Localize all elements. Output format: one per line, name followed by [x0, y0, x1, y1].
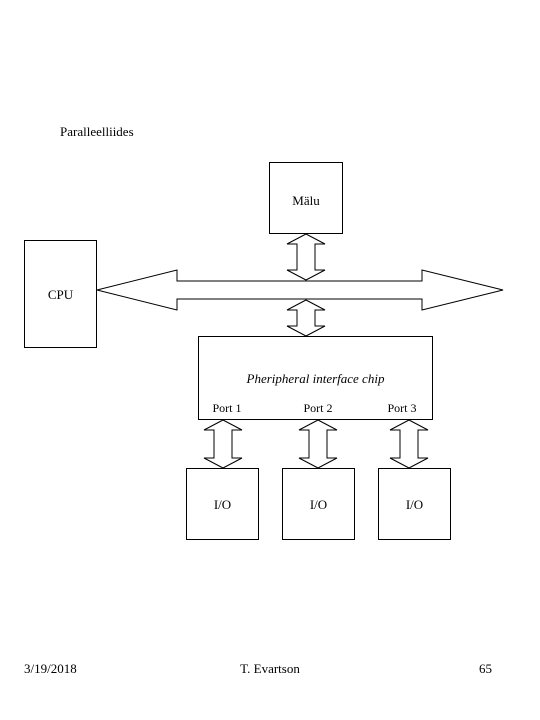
port2-io-arrow: [298, 419, 338, 469]
memory-label: Mälu: [292, 193, 320, 208]
port-1-label: Port 1: [212, 401, 242, 415]
io-label-1: I/O: [213, 497, 232, 512]
io-box-3: I/O: [378, 468, 451, 540]
bus-chip-arrow: [286, 299, 326, 337]
io-label-3: I/O: [405, 497, 424, 512]
io-label-2: I/O: [309, 497, 328, 512]
interface-chip-label: Pheripheral interface chip: [246, 371, 385, 386]
cpu-label: CPU: [47, 287, 74, 302]
memory-bus-arrow: [286, 233, 326, 281]
system-bus-arrow: [96, 269, 504, 311]
io-box-1: I/O: [186, 468, 259, 540]
port3-io-arrow: [389, 419, 429, 469]
footer-date: 3/19/2018: [24, 661, 77, 676]
slide-heading: Paralleelliides: [60, 124, 134, 139]
interface-chip-box: Pheripheral interface chip Port 1 Port 2…: [198, 336, 433, 420]
cpu-box: CPU: [24, 240, 97, 348]
footer-page-number: 65: [479, 661, 492, 676]
port-3-label: Port 3: [387, 401, 417, 415]
port-2-label: Port 2: [303, 401, 333, 415]
memory-box: Mälu: [269, 162, 343, 234]
footer-author: T. Evartson: [240, 661, 300, 676]
io-box-2: I/O: [282, 468, 355, 540]
port1-io-arrow: [203, 419, 243, 469]
